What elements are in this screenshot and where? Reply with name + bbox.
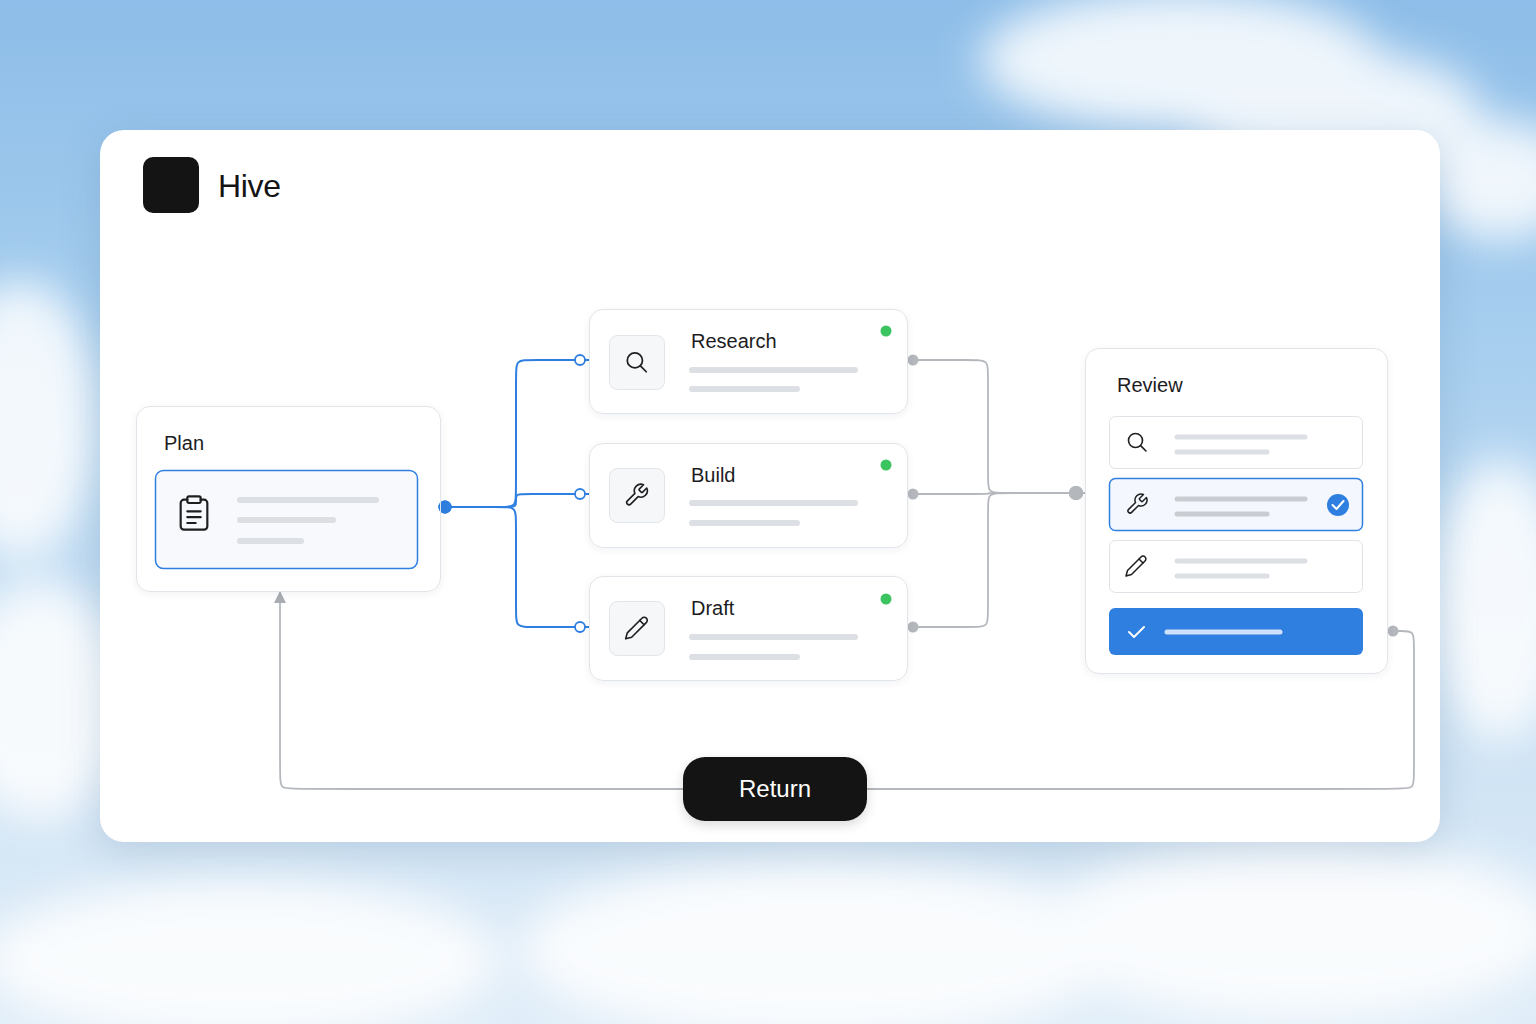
connector-port xyxy=(908,355,919,366)
placeholder-line xyxy=(1177,574,1267,579)
review-decor xyxy=(1109,417,1363,656)
placeholder-line xyxy=(1177,497,1305,502)
logo-mark xyxy=(143,157,199,213)
connector-port xyxy=(1069,486,1083,500)
node-title: Research xyxy=(691,329,907,353)
connector-port xyxy=(575,489,585,499)
stage-card: Build xyxy=(589,443,908,548)
review-panel: Review xyxy=(1085,348,1388,674)
stage-card: Research xyxy=(589,309,908,414)
placeholder-line xyxy=(692,520,797,526)
connector-port xyxy=(1069,486,1083,500)
placeholder-line xyxy=(692,634,855,640)
pencil-icon xyxy=(1126,556,1146,576)
connector-port xyxy=(575,622,585,632)
connector xyxy=(908,493,1085,627)
placeholder-line xyxy=(1167,630,1280,635)
placeholder-line xyxy=(240,517,333,523)
plan-card xyxy=(156,471,418,569)
connector xyxy=(908,360,1085,493)
connector xyxy=(441,507,589,627)
button-label: Return xyxy=(739,774,811,804)
return-pill: Return xyxy=(683,757,867,821)
connector xyxy=(280,592,683,789)
review-row-selected xyxy=(1110,479,1363,531)
pencil-icon xyxy=(626,617,648,639)
connector xyxy=(441,360,589,507)
connector-port xyxy=(1388,626,1399,637)
status-dot xyxy=(881,594,892,605)
cloud xyxy=(1430,460,1536,740)
review-row xyxy=(1110,541,1363,593)
cloud xyxy=(0,280,100,560)
node-title: Plan xyxy=(164,431,440,455)
stage-card: Draft xyxy=(589,576,908,681)
connector-port xyxy=(908,622,919,633)
build-decor xyxy=(610,460,892,524)
placeholder-line xyxy=(1177,450,1267,455)
status-dot xyxy=(881,326,892,337)
check-mark xyxy=(1333,501,1344,509)
placeholder-line xyxy=(1177,559,1305,564)
search-icon xyxy=(1129,434,1147,452)
wrench-icon xyxy=(1128,494,1147,513)
cloud xyxy=(1040,840,1536,1020)
cloud xyxy=(0,880,500,1024)
icon-tile xyxy=(610,602,665,656)
node-title: Draft xyxy=(691,596,907,620)
connector-port xyxy=(1069,486,1083,500)
plan-panel: Plan xyxy=(136,406,441,592)
placeholder-line xyxy=(692,500,855,506)
status-dot xyxy=(881,460,892,471)
review-row xyxy=(1110,417,1363,469)
clipboard-icon xyxy=(181,496,208,529)
draft-decor xyxy=(610,594,892,658)
node-title: Review xyxy=(1117,373,1387,397)
app-title: Hive xyxy=(218,167,281,205)
connector xyxy=(441,494,589,507)
search-icon xyxy=(627,353,646,372)
placeholder-line xyxy=(240,538,301,544)
placeholder-line xyxy=(692,386,797,392)
connector xyxy=(867,631,1414,789)
placeholder-line xyxy=(1177,435,1305,440)
check-mark xyxy=(1129,627,1144,637)
placeholder-line xyxy=(1177,512,1267,517)
connector-port xyxy=(575,355,585,365)
wrench-icon xyxy=(627,484,648,505)
placeholder-line xyxy=(240,497,376,503)
node-title: Build xyxy=(691,463,907,487)
connector-port xyxy=(908,489,919,500)
check-badge xyxy=(1327,494,1349,516)
icon-tile xyxy=(610,469,665,523)
placeholder-line xyxy=(692,654,797,660)
cloud xyxy=(520,860,1120,1024)
placeholder-line xyxy=(692,367,855,373)
icon-tile xyxy=(610,336,665,390)
approve-button xyxy=(1109,608,1363,655)
